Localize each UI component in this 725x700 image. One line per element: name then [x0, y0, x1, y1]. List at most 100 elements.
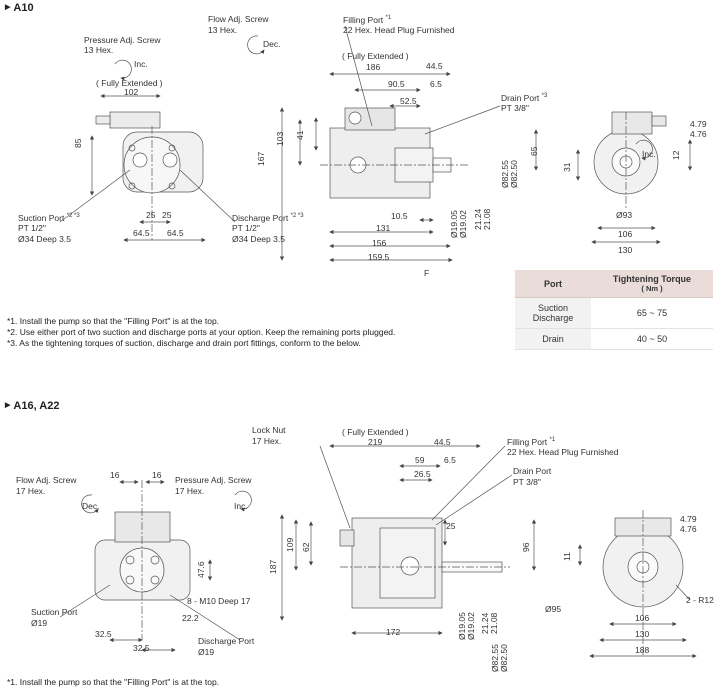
- a16-dim-44.5: 44.5: [434, 437, 451, 447]
- a16-discharge-size-label: Ø19: [198, 647, 215, 657]
- a10-dim-186: 186: [366, 62, 381, 72]
- a10-dim-12: 12: [671, 150, 681, 160]
- tightening-torque-table: Port Tightening Torque( Nm ) Suction Dis…: [515, 270, 713, 350]
- a10-dim-41: 41: [295, 130, 305, 140]
- a16-dim-32.5b: 32.5: [133, 643, 150, 653]
- a16-dim-109: 109: [285, 537, 295, 552]
- a16-filling-port-text: Filling Port: [507, 436, 548, 447]
- a10-dim-103: 103: [275, 131, 285, 146]
- a10-pressure-adj-screw-label: Pressure Adj. Screw: [84, 35, 161, 45]
- a16-r12-label: 2 - R12: [686, 595, 714, 605]
- a10-dim-21.08: 21.08: [482, 208, 492, 230]
- section-title-a10-text: A10: [13, 2, 34, 14]
- a10-note-1: *1. Install the pump so that the "Fillin…: [7, 316, 220, 326]
- a10-front-view: [59, 59, 236, 243]
- a10-discharge-pt-label: PT 1/2": [232, 223, 260, 233]
- torque-port-cell: Suction Discharge: [515, 297, 591, 329]
- a10-discharge-port-text: Discharge Port: [232, 212, 289, 223]
- a16-dim-106: 106: [635, 613, 650, 623]
- a10-suction-port-sup: *2 *3: [66, 213, 80, 219]
- a16-dim-130: 130: [635, 629, 650, 639]
- a10-drain-port-size: PT 3/8": [501, 103, 529, 113]
- a10-dim-44.5: 44.5: [426, 61, 443, 71]
- a10-pressure-adj-hex-label: 13 Hex.: [84, 45, 114, 55]
- triangle-icon: ▶: [5, 402, 11, 409]
- a16-note-1: *1. Install the pump so that the "Fillin…: [7, 677, 220, 687]
- a16-dim-95: Ø95: [545, 604, 562, 614]
- a10-filling-port-sup: *1: [385, 15, 392, 21]
- torque-table-header-row: Port Tightening Torque( Nm ): [515, 270, 713, 298]
- a16-dim-62: 62: [301, 542, 311, 552]
- a16-flow-adj-screw-label: Flow Adj. Screw: [16, 475, 77, 485]
- a10-fully-extended-left-label: ( Fully Extended ): [96, 78, 163, 88]
- a10-dim-64.5b: 64.5: [167, 228, 184, 238]
- a16-dim-4.76: 4.76: [680, 524, 697, 534]
- a10-drain-port-label: Drain Port *3: [501, 93, 547, 104]
- a10-drain-port-sup: *3: [541, 93, 548, 99]
- a16-dim-26.5: 26.5: [414, 469, 431, 479]
- a16-front-view: [59, 479, 252, 653]
- a16-drain-port-size: PT 3/8": [513, 477, 541, 487]
- section-title-a16-a22-text: A16, A22: [13, 400, 60, 412]
- a16-dim-47.6: 47.6: [196, 561, 206, 578]
- a10-dim-82.50: Ø82.50: [509, 160, 519, 188]
- a16-dim-16b: 16: [152, 470, 162, 480]
- a16-m10-label: 8 - M10 Deep 17: [187, 596, 251, 606]
- a16-pressure-adj-hex-label: 17 Hex.: [175, 486, 205, 496]
- a16-inc-label: Inc.: [234, 501, 248, 511]
- torque-value-cell: 65 ~ 75: [591, 297, 713, 329]
- a10-dim-6.5: 6.5: [430, 79, 442, 89]
- a10-dim-90.5: 90.5: [388, 79, 405, 89]
- a16-filling-port-sup: *1: [549, 437, 556, 443]
- a10-dim-102: 102: [124, 87, 139, 97]
- a10-note-3: *3. As the tightening torques of suction…: [7, 338, 361, 348]
- a16-lock-nut-hex-label: 17 Hex.: [252, 436, 282, 446]
- a10-suction-deep-label: Ø34 Deep 3.5: [18, 234, 71, 244]
- a16-dec-label: Dec.: [82, 501, 100, 511]
- a16-drain-port-label: Drain Port: [513, 466, 552, 476]
- a10-inc-right-label: Inc.: [642, 149, 656, 159]
- a10-dim-31: 31: [562, 162, 572, 172]
- a10-dim-93: Ø93: [616, 210, 633, 220]
- a16-dim-32.5a: 32.5: [95, 629, 112, 639]
- a16-suction-port-label: Suction Port: [31, 607, 78, 617]
- a16-lock-nut-label: Lock Nut: [252, 425, 286, 435]
- a10-dim-130: 130: [618, 245, 633, 255]
- a10-filling-port-label: Filling Port *1: [343, 15, 391, 26]
- a16-dim-188: 188: [635, 645, 650, 655]
- torque-header-unit: ( Nm ): [641, 284, 663, 293]
- a16-dim-22.2: 22.2: [182, 613, 199, 623]
- a10-dim-159.5: 159.5: [368, 252, 390, 262]
- a10-filling-port-desc: 22 Hex. Head Plug Furnished: [343, 25, 455, 35]
- a10-suction-port-text: Suction Port: [18, 212, 65, 223]
- a10-side-view: [247, 25, 539, 263]
- a10-dim-156: 156: [372, 238, 387, 248]
- a16-dim-21.08: 21.08: [489, 612, 499, 634]
- a16-dim-16a: 16: [110, 470, 120, 480]
- a10-dim-52.5: 52.5: [400, 96, 417, 106]
- a16-dim-25: 25: [446, 521, 456, 531]
- a10-dim-85: 85: [73, 138, 83, 148]
- torque-header-torque: Tightening Torque( Nm ): [591, 270, 713, 298]
- a10-dim-4.76: 4.76: [690, 129, 707, 139]
- a16-dim-187: 187: [268, 559, 278, 574]
- a16-flow-adj-hex-label: 17 Hex.: [16, 486, 46, 496]
- a10-dim-4.79: 4.79: [690, 119, 707, 129]
- a10-fully-extended-mid-label: ( Fully Extended ): [342, 51, 409, 61]
- table-row: Suction Discharge 65 ~ 75: [515, 297, 713, 329]
- torque-header-torque-text: Tightening Torque: [612, 274, 692, 284]
- a16-dim-19.02: Ø19.02: [466, 612, 476, 640]
- a10-dim-10.5: 10.5: [391, 211, 408, 221]
- a16-dim-59: 59: [415, 455, 425, 465]
- a10-dim-25a: 25: [146, 210, 156, 220]
- torque-header-port: Port: [515, 270, 591, 298]
- a10-dim-106: 106: [618, 229, 633, 239]
- a16-dim-172: 172: [386, 627, 401, 637]
- a16-pressure-adj-screw-label: Pressure Adj. Screw: [175, 475, 252, 485]
- a16-filling-port-label: Filling Port *1: [507, 437, 555, 448]
- a16-dim-11: 11: [562, 552, 572, 561]
- a10-dim-131: 131: [376, 223, 391, 233]
- a16-dim-4.79: 4.79: [680, 514, 697, 524]
- a16-dim-6.5: 6.5: [444, 455, 456, 465]
- a10-suction-pt-label: PT 1/2": [18, 223, 46, 233]
